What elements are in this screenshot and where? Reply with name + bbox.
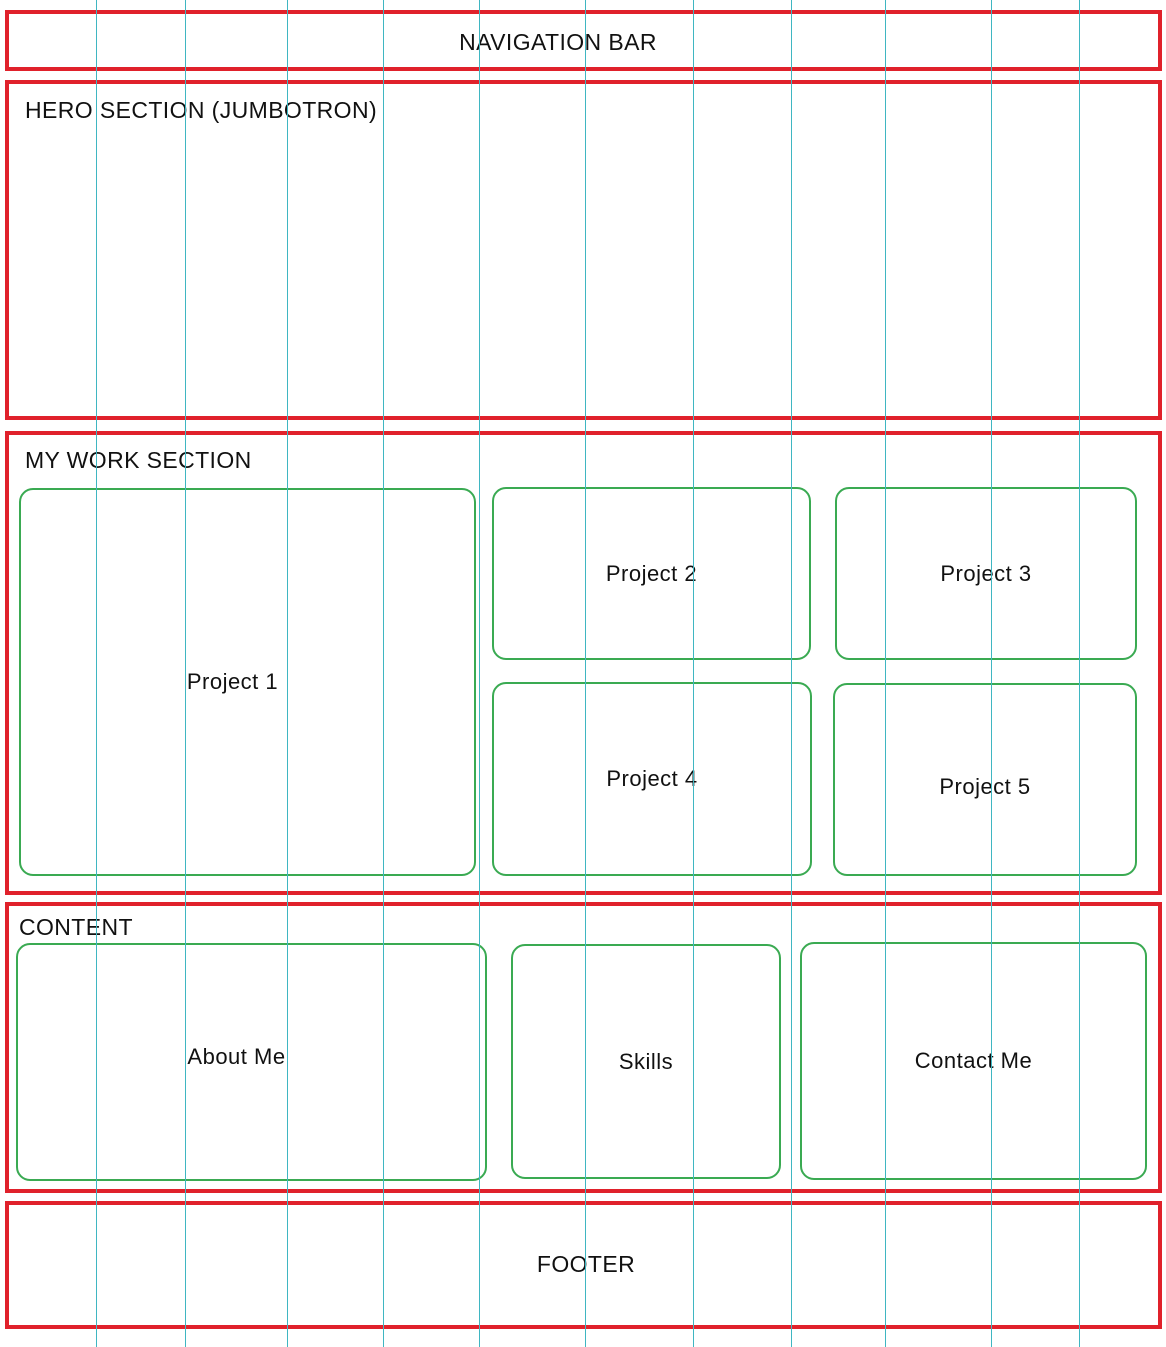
- project-5-card: Project 5: [833, 683, 1137, 876]
- navigation-bar-section: [5, 10, 1162, 71]
- project-5-label: Project 5: [939, 773, 1031, 799]
- project-4-card: Project 4: [492, 682, 812, 876]
- footer-label: FOOTER: [536, 1251, 636, 1277]
- about-me-card: About Me: [16, 943, 487, 1181]
- project-2-label: Project 2: [605, 560, 698, 586]
- project-3-label: Project 3: [940, 560, 1032, 586]
- project-4-label: Project 4: [606, 766, 698, 791]
- contact-me-card: Contact Me: [800, 942, 1147, 1180]
- footer-section: [5, 1201, 1162, 1329]
- project-1-card: Project 1: [19, 488, 476, 876]
- project-3-card: Project 3: [835, 487, 1137, 660]
- hero-section: [5, 80, 1162, 420]
- content-section-title: CONTENT: [19, 914, 133, 940]
- skills-label: Skills: [618, 1048, 674, 1074]
- content-section: [5, 902, 1162, 1193]
- my-work-section-title: MY WORK SECTION: [25, 447, 252, 473]
- my-work-section: [5, 431, 1162, 895]
- project-2-card: Project 2: [492, 487, 811, 660]
- hero-section-title: HERO SECTION (JUMBOTRON): [25, 97, 378, 123]
- about-me-label: About Me: [187, 1044, 286, 1069]
- contact-me-label: Contact Me: [914, 1048, 1033, 1073]
- skills-card: Skills: [511, 944, 781, 1179]
- navigation-bar-label: NAVIGATION BAR: [459, 29, 657, 55]
- project-1-label: Project 1: [186, 669, 279, 694]
